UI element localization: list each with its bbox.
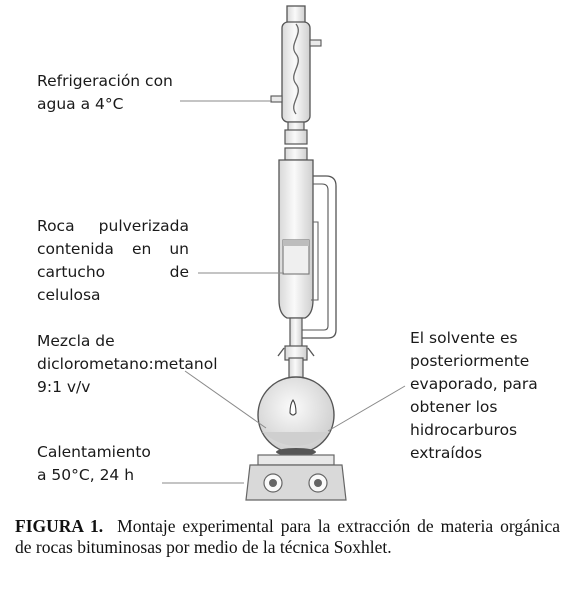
heater-knob-left-center xyxy=(269,479,277,487)
vapor-side-arm xyxy=(302,175,337,339)
label-solvent-line5: hidrocarburos xyxy=(410,421,518,439)
condenser-joint xyxy=(284,129,308,145)
label-mixture-line2: diclorometano:metanol xyxy=(37,355,218,373)
joint-clip-left xyxy=(277,347,285,357)
label-solvent: El solvente es posteriormente evaporado,… xyxy=(410,327,538,465)
condenser-top-joint xyxy=(286,5,306,25)
siphon-tube xyxy=(311,221,319,301)
soxhlet-extractor xyxy=(277,147,337,361)
label-sample-line1: Roca pulverizada xyxy=(37,217,189,235)
leader-lines xyxy=(162,100,406,484)
label-sample-line4: celulosa xyxy=(37,286,101,304)
heating-plate xyxy=(245,454,347,501)
heater-knob-right-center xyxy=(314,479,322,487)
label-solvent-line1: El solvente es xyxy=(410,329,518,347)
label-mixture-line1: Mezcla de xyxy=(37,332,115,350)
label-sample-line3: cartucho de xyxy=(37,263,189,281)
thimble-top-band xyxy=(283,240,309,246)
figure-caption: FIGURA 1.Montaje experimental para la ex… xyxy=(15,516,560,558)
label-sample: Roca pulverizada contenida en un cartuch… xyxy=(37,215,189,307)
condenser-coil xyxy=(293,23,299,115)
figure-number: FIGURA 1. xyxy=(15,516,104,536)
leader-line-mixture xyxy=(184,370,267,429)
flask-liquid xyxy=(262,432,330,446)
vapor-side-arm-inner xyxy=(302,183,329,331)
flask-base xyxy=(276,448,316,456)
heating-plate-top xyxy=(257,454,335,466)
label-heating: Calentamiento a 50°C, 24 h xyxy=(37,441,151,487)
label-cooling: Refrigeración con agua a 4°C xyxy=(37,70,173,116)
label-solvent-line2: posteriormente xyxy=(410,352,530,370)
condenser-jacket xyxy=(281,21,311,123)
joint-clip-right xyxy=(307,347,315,357)
label-mixture-line3: 9:1 v/v xyxy=(37,378,91,396)
leader-line-solvent xyxy=(327,385,406,432)
label-sample-line2: contenida en un xyxy=(37,240,189,258)
round-bottom-flask xyxy=(257,357,335,456)
condenser-water-inlet xyxy=(270,95,283,103)
soxhlet-apparatus xyxy=(162,5,406,501)
extractor-body xyxy=(278,159,314,319)
label-mixture: Mezcla de diclorometano:metanol 9:1 v/v xyxy=(37,330,218,399)
label-heating-line2: a 50°C, 24 h xyxy=(37,466,135,484)
label-solvent-line3: evaporado, para xyxy=(410,375,538,393)
label-solvent-line4: obtener los xyxy=(410,398,498,416)
figure-caption-text: Montaje experimental para la extracción … xyxy=(15,516,560,557)
label-solvent-line6: extraídos xyxy=(410,444,483,462)
condenser xyxy=(270,5,322,145)
heating-plate-body xyxy=(245,464,347,501)
extractor-stem xyxy=(289,317,303,349)
condenser-water-outlet xyxy=(309,39,322,47)
extractor-top-neck xyxy=(284,147,308,161)
label-cooling-line2: agua a 4°C xyxy=(37,95,124,113)
solvent-drop-icon xyxy=(289,399,297,416)
label-heating-line1: Calentamiento xyxy=(37,443,151,461)
label-cooling-line1: Refrigeración con xyxy=(37,72,173,90)
